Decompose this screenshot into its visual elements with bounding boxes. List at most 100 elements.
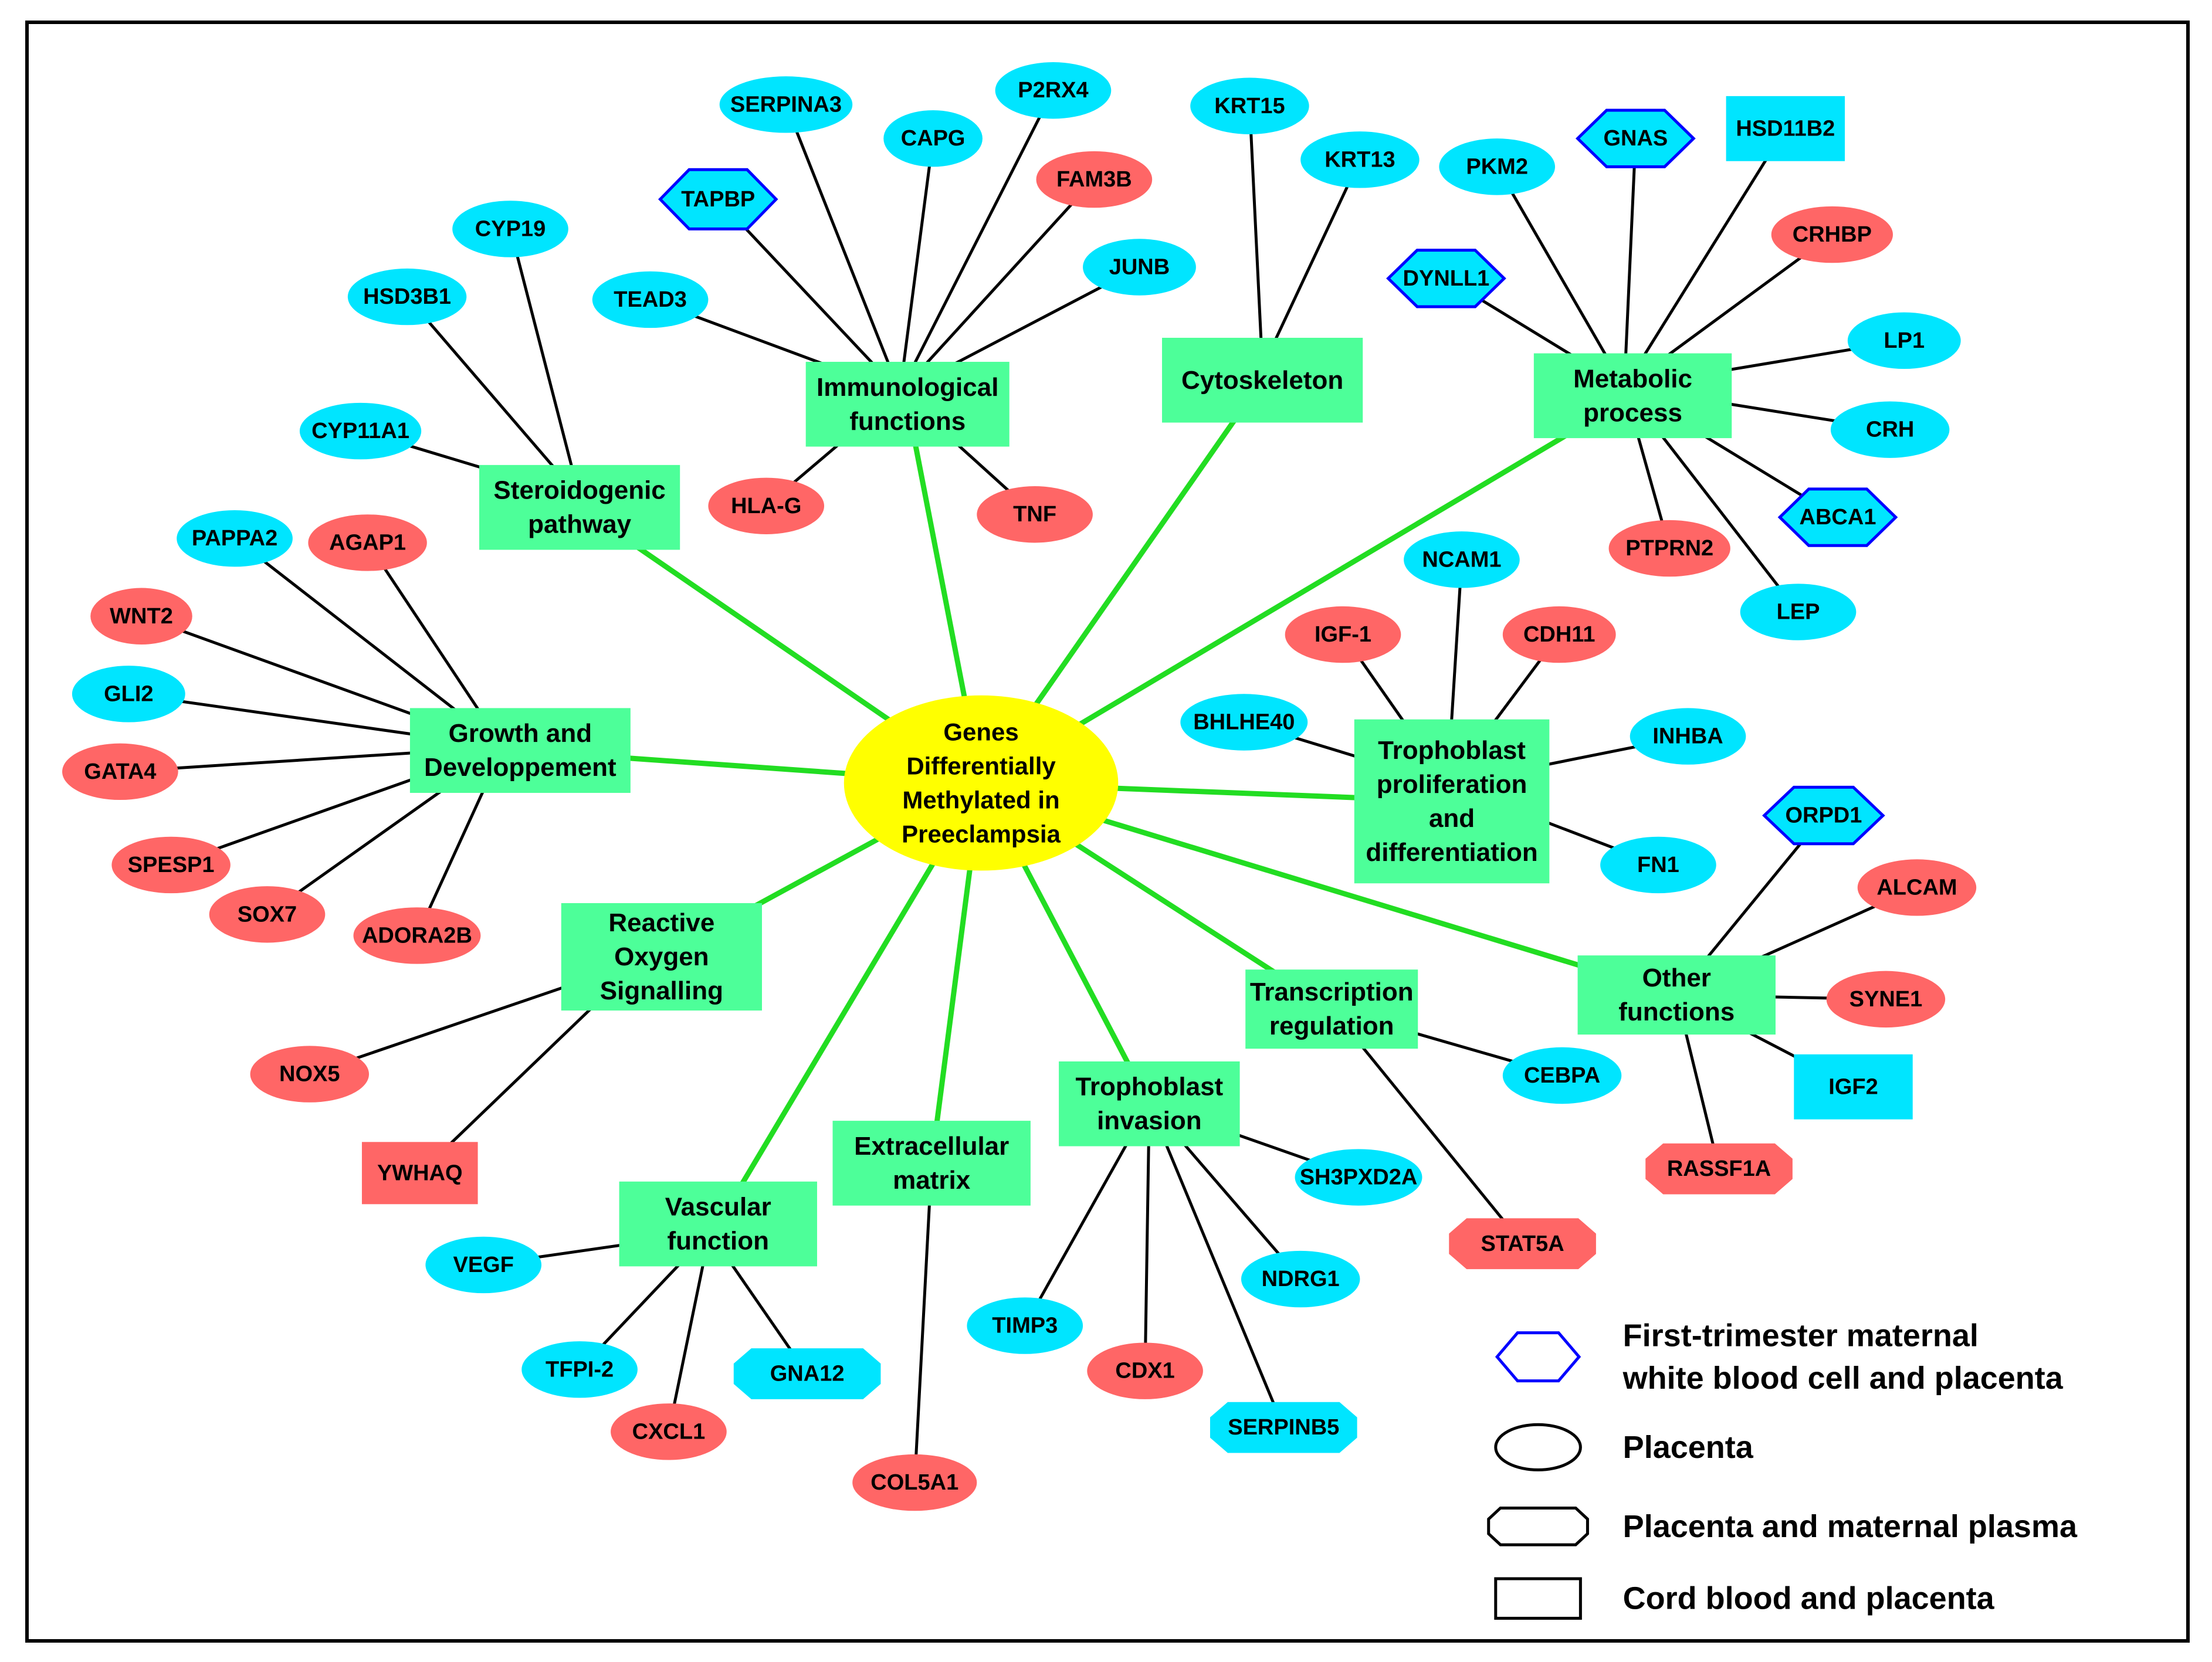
gene-label: SOX7 xyxy=(238,902,297,927)
gene-label: HSD3B1 xyxy=(363,284,451,309)
gene-label: YWHAQ xyxy=(377,1161,463,1185)
gene-shape-ellipse xyxy=(1083,239,1196,296)
legend-item-rect: Cord blood and placenta xyxy=(1494,1577,1995,1620)
category-label-line-2: regulation xyxy=(1269,1012,1394,1040)
gene-shape-ellipse xyxy=(611,1403,727,1460)
edge-hsd3b1-steroid xyxy=(406,296,581,498)
gene-label: NDRG1 xyxy=(1262,1267,1340,1291)
gene-shape-ellipse xyxy=(308,514,427,571)
gene-shape-ellipse xyxy=(1295,1149,1422,1206)
gene-shape-ellipse xyxy=(1771,206,1893,263)
gene-label: BHLHE40 xyxy=(1193,710,1295,735)
gene-node-sh3pxd2a: SH3PXD2A xyxy=(1295,1149,1422,1206)
gene-shape-ellipse xyxy=(353,907,481,964)
gene-node-fn1: FN1 xyxy=(1600,836,1716,894)
gene-shape-rect xyxy=(361,1142,478,1205)
category-troph_prolif: Trophoblastproliferationanddifferentiati… xyxy=(1354,719,1550,884)
category-label-line-2: functions xyxy=(849,407,966,436)
category-label-line-1: Growth and xyxy=(449,719,592,748)
edge-cdx1-troph_inv xyxy=(1143,1104,1151,1371)
gene-node-syne1: SYNE1 xyxy=(1826,971,1946,1028)
gene-node-capg: CAPG xyxy=(883,110,983,167)
gene-shape-ellipse xyxy=(1740,584,1857,640)
gene-node-lep: LEP xyxy=(1740,584,1857,640)
gene-node-pkm2: PKM2 xyxy=(1439,138,1555,195)
category-box xyxy=(479,464,680,550)
gene-shape-ellipse xyxy=(250,1046,370,1103)
gene-shape-hexagon xyxy=(1386,249,1506,308)
gene-label: CRHBP xyxy=(1793,222,1872,247)
gene-node-ncam1: NCAM1 xyxy=(1404,531,1520,588)
gene-node-krt15: KRT15 xyxy=(1190,77,1309,134)
gene-shape-ellipse xyxy=(1608,520,1730,577)
gene-label: GNA12 xyxy=(770,1362,845,1386)
gene-shape-ellipse xyxy=(347,268,467,325)
gene-label: NOX5 xyxy=(279,1062,340,1087)
edge-hsd11b2-metabolic xyxy=(1622,127,1787,388)
gene-shape-ellipse xyxy=(995,62,1112,119)
central-node-label-line-4: Preeclampsia xyxy=(902,820,1061,848)
gene-shape-ellipse xyxy=(977,486,1093,543)
category-label-line-2: pathway xyxy=(528,510,632,539)
gene-label: SERPINB5 xyxy=(1228,1415,1339,1440)
gene-node-col5a1: COL5A1 xyxy=(852,1454,977,1511)
category-label-line-2: process xyxy=(1583,398,1682,427)
gene-shape-octagon xyxy=(1645,1143,1793,1195)
legend-item-octagon: Placenta and maternal plasma xyxy=(1487,1506,2078,1546)
gene-label: SPESP1 xyxy=(128,853,215,877)
gene-label: ORPD1 xyxy=(1785,803,1862,828)
gene-label: PKM2 xyxy=(1466,154,1528,179)
legend-label: Placenta xyxy=(1623,1430,1754,1465)
gene-node-lp1: LP1 xyxy=(1847,312,1961,369)
category-label-line-2: function xyxy=(668,1227,770,1256)
edge-pkm2-metabolic xyxy=(1496,166,1626,388)
gene-label: KRT13 xyxy=(1325,147,1395,172)
category-label-line-4: differentiation xyxy=(1366,838,1537,867)
gene-node-timp3: TIMP3 xyxy=(967,1297,1083,1354)
gene-shape-ellipse xyxy=(177,510,293,567)
edge-serpina3-immuno xyxy=(784,104,902,393)
gene-label: WNT2 xyxy=(110,604,173,629)
gene-shape-ellipse xyxy=(452,201,568,257)
gene-shape-ellipse xyxy=(1857,859,1977,916)
central-node-label-line-1: Genes xyxy=(943,718,1018,746)
gene-label: CRH xyxy=(1866,418,1914,442)
gene-node-tead3: TEAD3 xyxy=(592,271,709,328)
gene-label: LP1 xyxy=(1884,328,1925,353)
gene-label: SYNE1 xyxy=(1849,987,1923,1012)
gene-label: KRT15 xyxy=(1214,94,1285,118)
gene-label: P2RX4 xyxy=(1018,78,1088,103)
gene-node-cyp11a1: CYP11A1 xyxy=(299,402,422,460)
edge-center-metabolic xyxy=(980,393,1634,786)
gene-label: TEAD3 xyxy=(614,287,687,312)
category-label-line-1: Reactive xyxy=(608,908,714,937)
gene-shape-ellipse xyxy=(1439,138,1555,195)
legend-hexagon-icon xyxy=(1495,1331,1581,1383)
gene-shape-ellipse xyxy=(852,1454,977,1511)
gene-node-p2rx4: P2RX4 xyxy=(995,62,1112,119)
category-label-line-1: Metabolic xyxy=(1573,364,1692,393)
legend-label-line-2: white blood cell and placenta xyxy=(1622,1361,2064,1396)
gene-node-wnt2: WNT2 xyxy=(90,588,192,645)
gene-label: ALCAM xyxy=(1876,875,1957,900)
gene-label: RASSF1A xyxy=(1667,1156,1771,1181)
gene-shape-ellipse xyxy=(1847,312,1961,369)
gene-label: CYP19 xyxy=(475,216,546,241)
gene-label: COL5A1 xyxy=(870,1470,958,1495)
legend-label: Cord blood and placenta xyxy=(1623,1581,1995,1616)
edge-col5a1-ecm xyxy=(913,1163,933,1483)
category-box xyxy=(1533,353,1732,439)
gene-node-ywhaq: YWHAQ xyxy=(361,1142,478,1205)
gene-label: GLI2 xyxy=(104,681,153,706)
gene-shape-ellipse xyxy=(1241,1250,1360,1308)
gene-label: PAPPA2 xyxy=(192,526,277,551)
category-label-line-2: Developpement xyxy=(424,753,616,782)
gene-shape-ellipse xyxy=(90,588,192,645)
gene-label: SH3PXD2A xyxy=(1300,1165,1418,1190)
